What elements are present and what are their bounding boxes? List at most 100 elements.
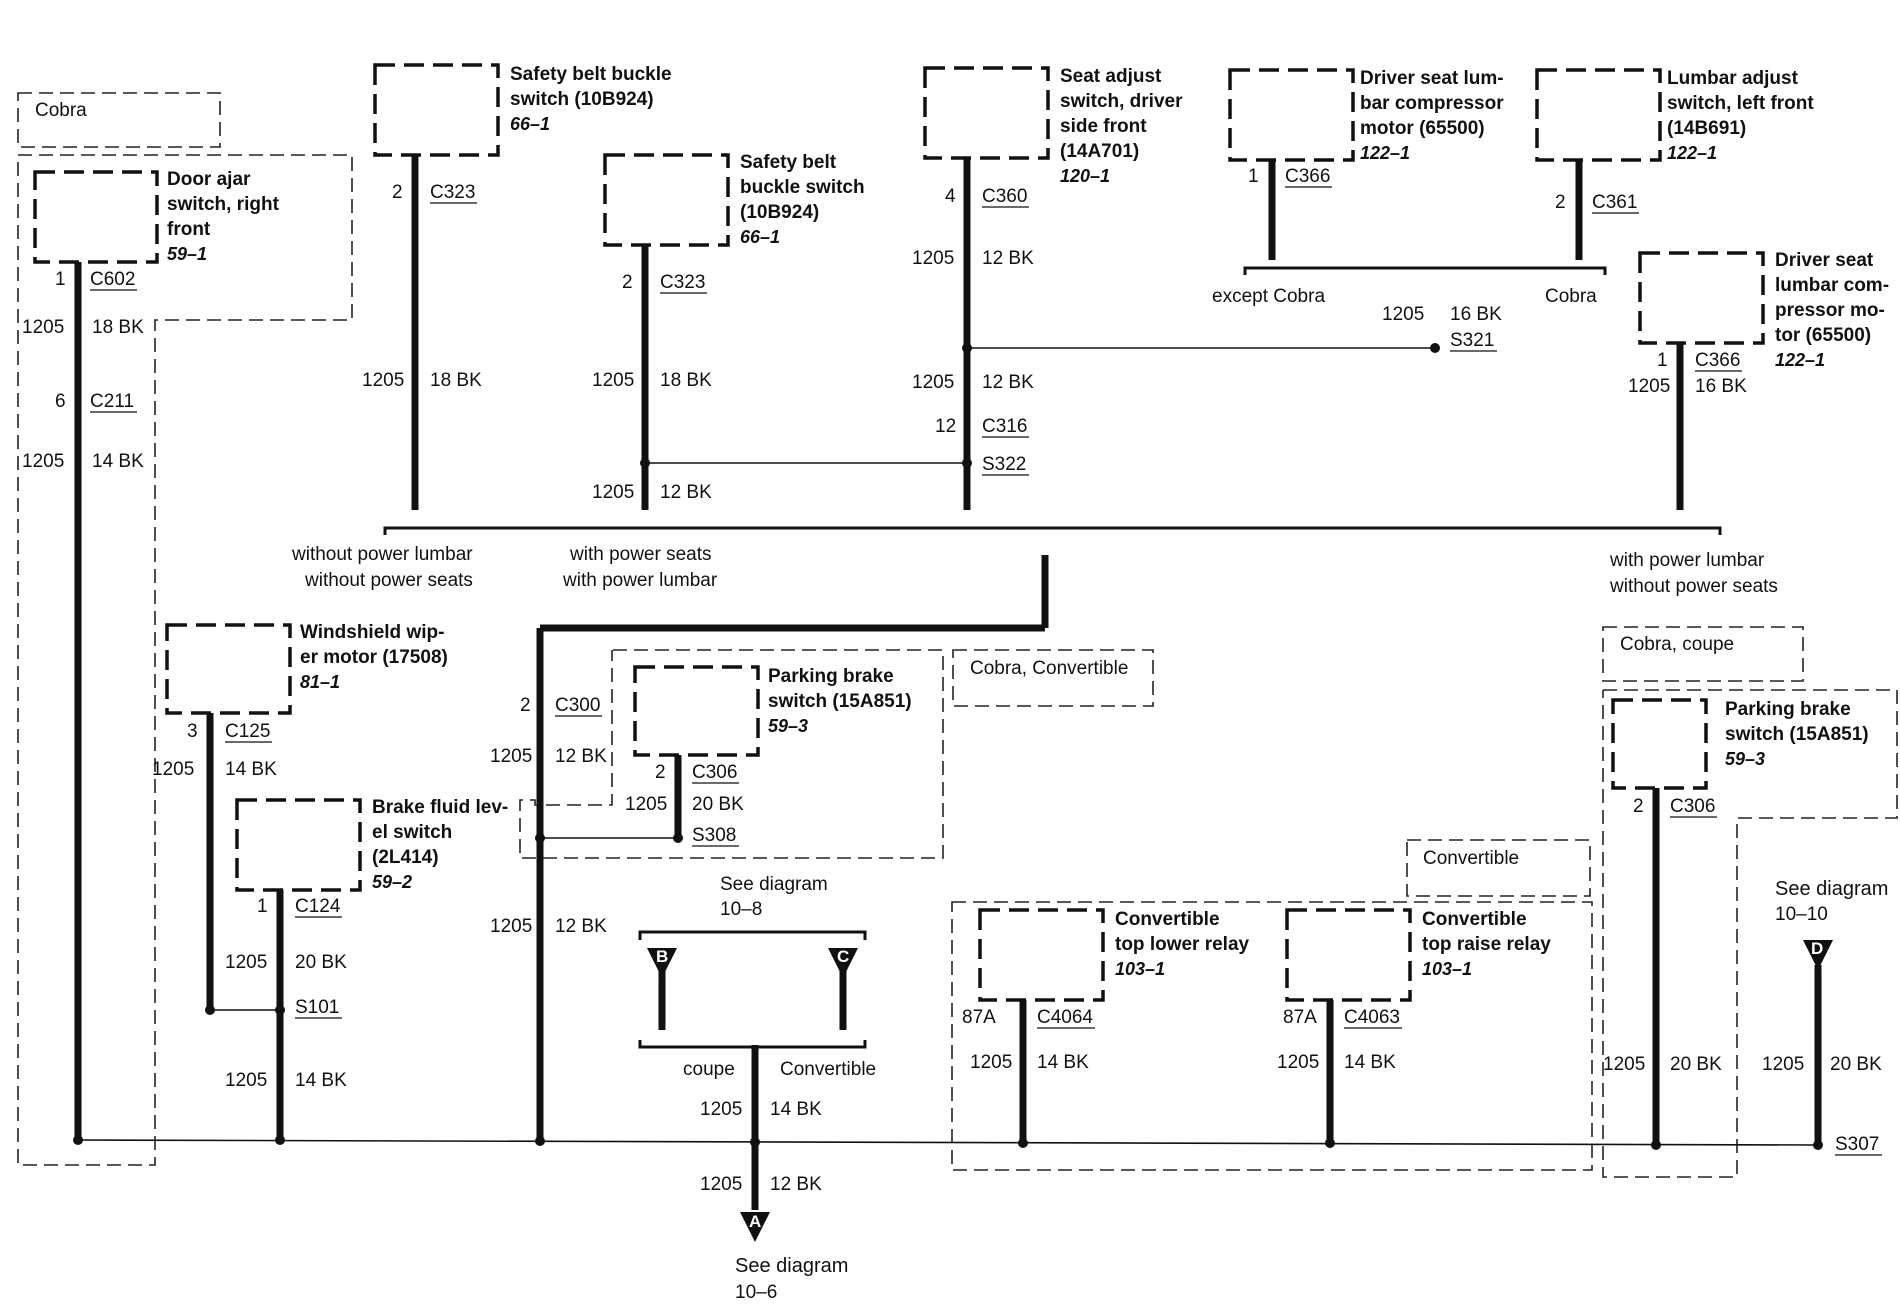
svg-text:1205: 1205 — [1382, 304, 1424, 325]
svg-text:C124: C124 — [295, 896, 341, 917]
safety-belt-buckle-switch-1-box — [373, 63, 500, 157]
svg-text:20 BK: 20 BK — [1830, 1054, 1882, 1075]
svg-text:2: 2 — [1633, 796, 1644, 817]
svg-text:switch, right: switch, right — [167, 194, 280, 215]
svg-text:59–3: 59–3 — [1725, 749, 1765, 769]
svg-text:18 BK: 18 BK — [660, 370, 712, 391]
svg-text:1205: 1205 — [1762, 1054, 1804, 1075]
svg-text:87A: 87A — [962, 1007, 996, 1028]
area-cobra-convertible-outline — [519, 649, 944, 859]
seat-adjust-switch-box — [923, 66, 1050, 160]
svg-text:switch (15A851): switch (15A851) — [1725, 724, 1869, 745]
lumbar-adjust-switch-box — [1535, 68, 1662, 162]
parking-brake-1-connectors: 2 C306 1205 20 BK S308 — [625, 762, 744, 847]
ref-marker-d: D — [1803, 939, 1833, 970]
svg-text:103–1: 103–1 — [1422, 959, 1472, 979]
svg-text:C4064: C4064 — [1037, 1007, 1093, 1028]
see-diagram-10-6: See diagram 10–6 — [735, 1255, 848, 1303]
bus-condition-labels: without power lumbar without power seats… — [291, 544, 1778, 597]
svg-text:66–1: 66–1 — [740, 227, 780, 247]
svg-text:120–1: 120–1 — [1060, 166, 1110, 186]
svg-text:Convertible: Convertible — [1115, 909, 1220, 930]
svg-text:2: 2 — [655, 762, 666, 783]
parking-brake-2-connectors: 2 C306 1205 20 BK — [1603, 796, 1722, 1075]
svg-text:lumbar com-: lumbar com- — [1775, 275, 1889, 296]
svg-text:1205: 1205 — [1628, 376, 1670, 397]
svg-text:except Cobra: except Cobra — [1212, 286, 1325, 307]
svg-text:Convertible: Convertible — [1422, 909, 1527, 930]
svg-text:See diagram: See diagram — [1775, 878, 1888, 900]
svg-text:Safety belt: Safety belt — [740, 152, 837, 173]
svg-text:12 BK: 12 BK — [660, 482, 712, 503]
svg-text:with power lumbar: with power lumbar — [562, 570, 718, 591]
svg-text:4: 4 — [945, 186, 956, 207]
svg-text:2: 2 — [392, 182, 403, 203]
svg-text:C125: C125 — [225, 721, 270, 742]
parking-brake-switch-1-label: Parking brake switch (15A851) 59–3 — [768, 666, 912, 736]
svg-text:front: front — [167, 219, 211, 240]
svg-text:Safety belt buckle: Safety belt buckle — [510, 64, 672, 85]
svg-text:Door ajar: Door ajar — [167, 169, 251, 190]
svg-text:12 BK: 12 BK — [982, 248, 1034, 269]
svg-text:3: 3 — [187, 721, 198, 742]
see-diagram-10-10: See diagram 10–10 1205 20 BK S307 — [1762, 878, 1888, 1156]
svg-text:C602: C602 — [90, 269, 135, 290]
svg-text:C4063: C4063 — [1344, 1007, 1400, 1028]
ref-marker-a: A — [740, 1212, 770, 1242]
svg-text:buckle switch: buckle switch — [740, 177, 865, 198]
svg-text:switch, driver: switch, driver — [1060, 91, 1183, 112]
svg-text:(14A701): (14A701) — [1060, 141, 1139, 162]
svg-text:2: 2 — [520, 695, 531, 716]
svg-text:el switch: el switch — [372, 822, 452, 843]
svg-text:10–8: 10–8 — [720, 899, 762, 920]
svg-text:1205: 1205 — [970, 1052, 1012, 1073]
svg-text:D: D — [1811, 939, 1823, 958]
safety-belt-buckle-switch-2-box — [603, 153, 730, 247]
svg-text:Cobra: Cobra — [1545, 286, 1597, 307]
svg-text:switch, left front: switch, left front — [1667, 93, 1814, 114]
svg-text:Brake fluid lev-: Brake fluid lev- — [372, 797, 508, 818]
svg-text:2: 2 — [1555, 192, 1566, 213]
svg-text:103–1: 103–1 — [1115, 959, 1165, 979]
svg-text:14 BK: 14 BK — [770, 1099, 822, 1120]
svg-text:20 BK: 20 BK — [1670, 1054, 1722, 1075]
svg-text:1: 1 — [55, 269, 66, 290]
safety-belt-buckle-switch-1-label: Safety belt buckle switch (10B924) 66–1 — [510, 64, 672, 134]
ref-marker-c: C — [828, 947, 858, 978]
svg-text:59–1: 59–1 — [167, 244, 207, 264]
parking-brake-switch-2-box — [1611, 698, 1708, 790]
top-raise-relay-connectors: 87A C4063 1205 14 BK — [1277, 1007, 1402, 1073]
svg-text:Parking brake: Parking brake — [768, 666, 894, 687]
svg-text:C323: C323 — [660, 272, 705, 293]
svg-text:A: A — [749, 1212, 761, 1231]
bus-power-seats — [383, 526, 1722, 535]
svg-text:1: 1 — [257, 896, 268, 917]
svg-text:16 BK: 16 BK — [1450, 304, 1502, 325]
svg-text:Convertible: Convertible — [780, 1059, 876, 1080]
svg-text:1205: 1205 — [912, 372, 954, 393]
svg-text:122–1: 122–1 — [1360, 143, 1410, 163]
svg-text:66–1: 66–1 — [510, 114, 550, 134]
svg-text:1205: 1205 — [592, 370, 634, 391]
safety-belt-buckle-switch-2-label: Safety belt buckle switch (10B924) 66–1 — [740, 152, 865, 247]
wiper-motor-connectors: 3 C125 1205 14 BK — [152, 721, 277, 780]
area-convertible-tag — [1406, 839, 1591, 897]
svg-text:Seat adjust: Seat adjust — [1060, 66, 1162, 87]
driver-seat-lumbar-compressor-2-box — [1638, 251, 1765, 345]
parking-brake-switch-2-label: Parking brake switch (15A851) 59–3 — [1725, 699, 1869, 769]
svg-text:12 BK: 12 BK — [555, 746, 607, 767]
svg-text:without power lumbar: without power lumbar — [291, 544, 473, 565]
svg-text:1205: 1205 — [22, 317, 64, 338]
svg-text:(14B691): (14B691) — [1667, 118, 1746, 139]
svg-text:(10B924): (10B924) — [740, 202, 819, 223]
seat-adjust-switch-label: Seat adjust switch, driver side front (1… — [1060, 66, 1183, 186]
svg-text:C323: C323 — [430, 182, 475, 203]
convertible-top-raise-relay-box — [1285, 908, 1412, 1002]
parking-brake-switch-1-box — [633, 665, 760, 757]
windshield-wiper-motor-box — [165, 623, 292, 715]
area-cobra-convertible-label: Cobra, Convertible — [970, 658, 1128, 679]
svg-text:20 BK: 20 BK — [295, 952, 347, 973]
svg-text:14 BK: 14 BK — [1344, 1052, 1396, 1073]
svg-text:B: B — [656, 947, 668, 966]
svg-text:C366: C366 — [1695, 350, 1740, 371]
